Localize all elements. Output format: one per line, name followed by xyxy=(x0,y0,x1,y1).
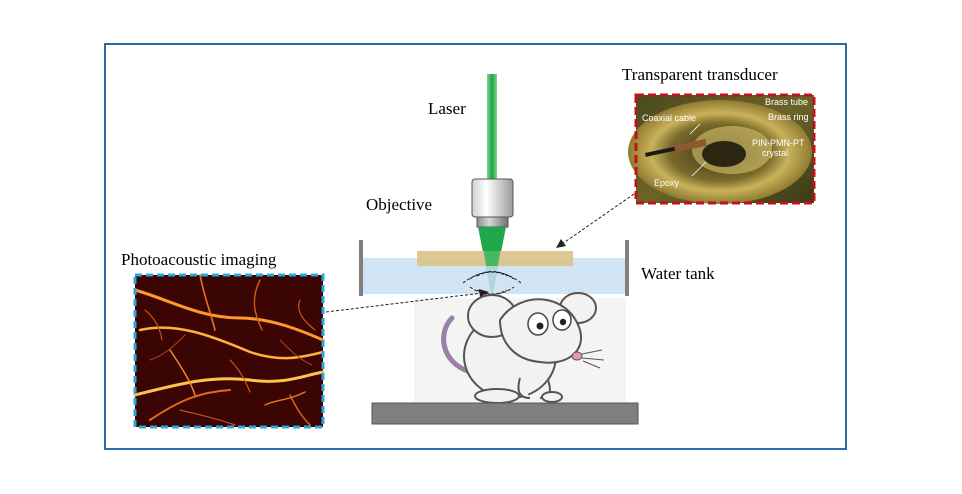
mouse-icon xyxy=(414,292,626,404)
beam-through-transducer xyxy=(484,251,500,266)
transparent-transducer-label: Transparent transducer xyxy=(622,65,778,84)
objective-label: Objective xyxy=(366,195,433,214)
brass-ring-label: Brass ring xyxy=(768,112,809,122)
crystal-label-line2: crystal xyxy=(762,148,788,158)
water-tank-label: Water tank xyxy=(641,264,715,283)
objective-icon xyxy=(471,178,514,228)
transducer-photo: Brass tube Brass ring Coaxial cable PIN-… xyxy=(628,93,816,205)
photoacoustic-imaging-label: Photoacoustic imaging xyxy=(121,250,277,269)
arrow-head-transducer xyxy=(556,239,566,248)
vasculature-image xyxy=(133,273,325,429)
coaxial-cable-label: Coaxial cable xyxy=(642,113,696,123)
laser-beam xyxy=(487,74,497,179)
outer-frame xyxy=(104,43,847,450)
brass-tube-label: Brass tube xyxy=(765,97,808,107)
crystal-label-line1: PIN-PMN-PT xyxy=(752,138,805,148)
connector-arrows xyxy=(325,193,635,313)
arrow-head-imaging xyxy=(479,289,489,297)
laser-label: Laser xyxy=(428,99,466,118)
epoxy-label: Epoxy xyxy=(654,178,680,188)
platform xyxy=(371,402,639,425)
